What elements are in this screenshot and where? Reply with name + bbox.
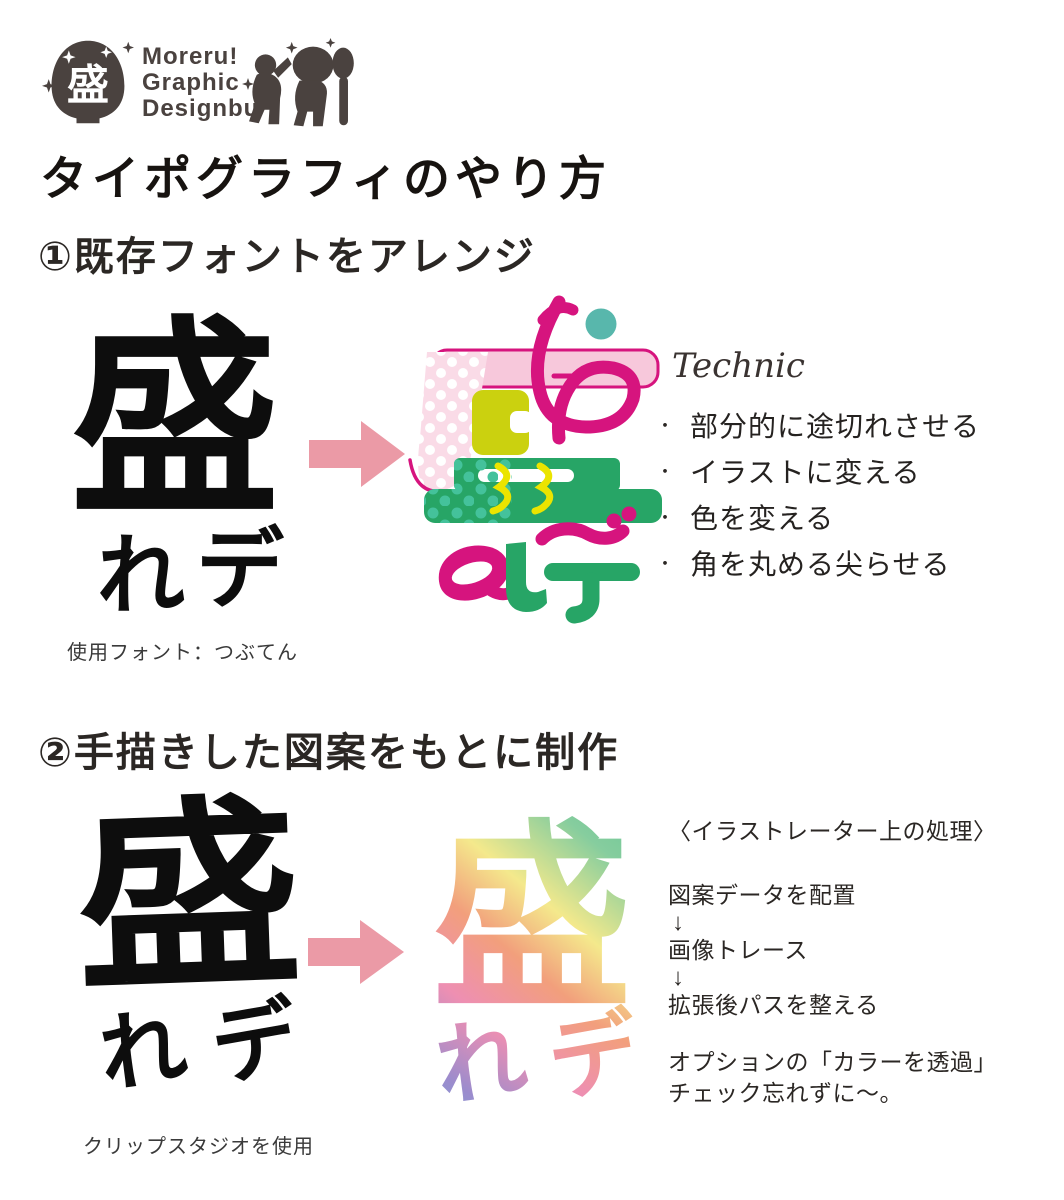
rainbow-glyph-re: れ [430,1008,533,1120]
section2-black-sub-re: れ [93,997,193,1105]
section1-black-sub-re: れ [97,526,186,625]
section1-arranged-logo-artwork [408,295,662,624]
process-step: 拡張後パスを整える [668,992,879,1018]
process-title: 〈イラストレーター上の処理〉 [668,818,997,844]
moreru-egg-logo-icon: 盛 [42,40,134,124]
logo-line1: Moreru! [142,43,239,70]
section1-black-glyph: 盛 [70,303,281,538]
rainbow-glyph-de: デ [541,1000,648,1114]
logo-figures-and-spoon-icon [249,37,355,127]
section1-black-sub-de: デ [196,520,285,619]
logo-line2: Graphic [142,69,240,96]
technic-item: ・ 部分的に途切れさせる [656,411,981,442]
rainbow-glyph-main: 盛 [432,808,632,1031]
transform-arrow-icon [308,920,404,984]
section2-tool-caption: クリップスタジオを使用 [83,1136,314,1158]
section2-heading: ②手描きした図案をもとに制作 [38,731,620,775]
technic-item: ・ イラストに変える [656,457,921,488]
illustrator-process: 〈イラストレーター上の処理〉 図案データを配置 ↓ 画像トレース ↓ 拡張後パス… [668,812,1060,1109]
transform-arrow-icon [309,421,405,487]
page-title: タイポグラフィのやり方 [40,152,612,205]
logo-wordmark: Moreru! Graphic Designbu [142,44,259,122]
technic-item: ・ 角を丸める尖らせる [656,549,951,580]
down-arrow-icon: ↓ [672,909,685,936]
logo-kanji: 盛 [67,61,109,108]
technic-list: ・ 部分的に途切れさせる ・ イラストに変える ・ 色を変える ・ 角を丸める尖… [656,402,1056,586]
section2-black-sub-de: デ [204,988,306,1098]
down-arrow-icon: ↓ [672,964,685,991]
sparkle-icon [241,77,254,90]
technic-item: ・ 色を変える [656,503,835,534]
bullet-dot: ・ [656,416,674,436]
logo-line3: Designbu [142,95,260,122]
bullet-dot: ・ [656,462,674,482]
process-step: 画像トレース [668,937,808,963]
section1-heading: ①既存フォントをアレンジ [38,235,536,279]
section2-rainbow-logo-artwork: 盛 れ デ [430,808,648,1120]
technic-title: Technic [672,346,805,386]
process-note: オプションの「カラーを透過」 チェック忘れずに〜。 [668,1049,997,1106]
section1-font-caption: 使用フォント：つぶてん [67,642,298,664]
bullet-dot: ・ [656,554,674,574]
bullet-dot: ・ [656,508,674,528]
process-step: 図案データを配置 [668,882,856,908]
section2-black-glyph: 盛 [71,780,306,1014]
site-logo: 盛 Moreru! Graphic Designbu [42,36,355,133]
